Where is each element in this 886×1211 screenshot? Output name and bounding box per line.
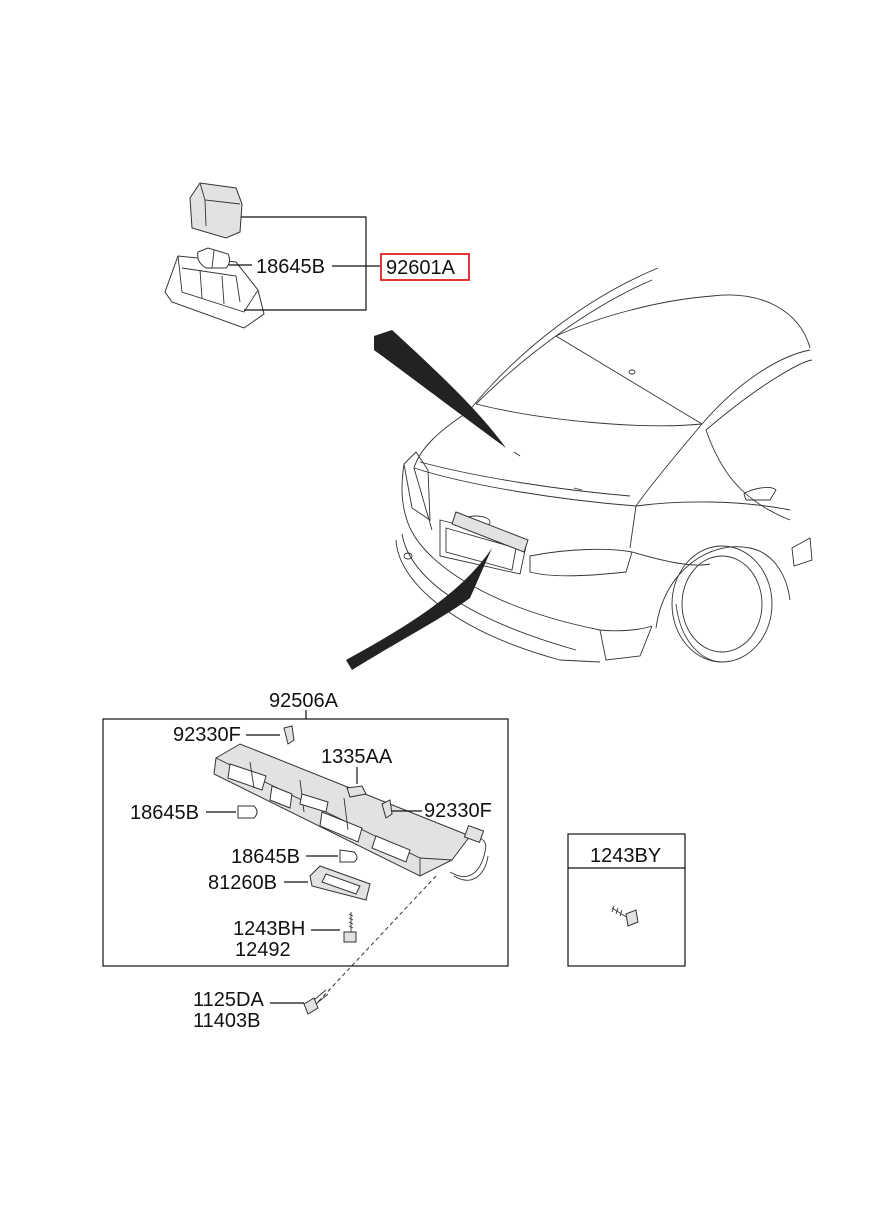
label-1335aa: 1335AA — [321, 746, 393, 768]
label-92601a: 92601A — [386, 257, 456, 279]
pointer-to-roof-lamp — [374, 330, 506, 448]
clip-92330f-right — [381, 799, 393, 819]
trunk-garnish-assembly — [213, 743, 471, 877]
lamp-lens-cover — [189, 182, 243, 239]
label-18645b-left: 18645B — [130, 802, 199, 824]
lamp-81260b — [309, 865, 371, 901]
highlight-box-92601a — [380, 253, 470, 281]
clip-1335aa — [346, 785, 367, 798]
box-1243by — [567, 833, 686, 967]
bulb-left — [237, 805, 258, 819]
wire-harness — [449, 824, 489, 881]
screw-1243bh — [343, 912, 357, 943]
label-92506a: 92506A — [269, 690, 339, 712]
bolt-1125da — [303, 989, 329, 1015]
label-92330f-right: 92330F — [424, 800, 492, 822]
label-18645b-mid: 18645B — [231, 846, 300, 868]
label-1243by: 1243BY — [590, 845, 661, 867]
bulb-mid — [339, 849, 358, 863]
label-92330f-left: 92330F — [173, 724, 241, 746]
clip-92330f-left — [283, 725, 295, 745]
assembly-box-92506a — [102, 718, 509, 967]
dashed-leader-1125da — [315, 875, 437, 1005]
label-81260b: 81260B — [208, 872, 277, 894]
label-12492: 12492 — [235, 939, 291, 961]
car-rear-view — [395, 267, 813, 663]
label-1243bh: 1243BH — [233, 918, 305, 940]
label-11403b: 11403B — [193, 1010, 260, 1032]
label-18645b-top: 18645B — [256, 256, 325, 278]
screw-1243by — [611, 905, 639, 927]
pointer-to-trunk-garnish — [346, 548, 492, 670]
lamp-housing — [164, 255, 265, 329]
label-1125da: 1125DA — [193, 989, 264, 1011]
bulb-top — [197, 247, 231, 269]
